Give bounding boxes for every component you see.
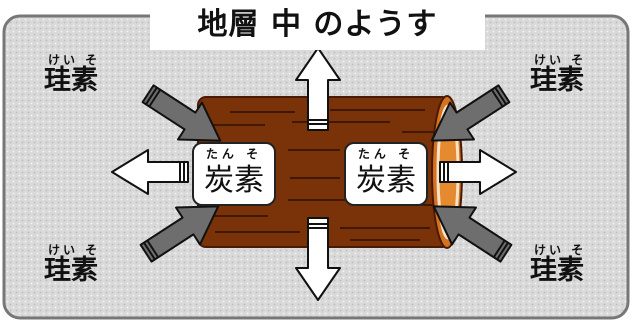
outflow-arrow-right bbox=[439, 149, 517, 195]
outflow-arrow-down bbox=[295, 217, 341, 301]
carbon-label-right: 炭素 bbox=[356, 163, 416, 198]
silicon-label-bottom-left: 珪素 bbox=[44, 255, 98, 286]
silicon-reading-bottom-left: けい そ bbox=[48, 243, 101, 257]
silicon-label-top-left: 珪素 bbox=[44, 65, 98, 96]
carbon-reading-right: たん そ bbox=[357, 147, 415, 161]
carbon-box-left: たん そ 炭素 bbox=[192, 142, 276, 206]
page-title: 地層 中 のようす bbox=[150, 2, 485, 50]
outflow-arrow-left bbox=[111, 149, 189, 195]
outflow-arrow-up bbox=[295, 47, 341, 131]
silicon-label-top-right: 珪素 bbox=[530, 65, 584, 96]
silicon-reading-top-right: けい そ bbox=[534, 53, 587, 67]
silicon-reading-bottom-right: けい そ bbox=[534, 243, 587, 257]
silicon-reading-top-left: けい そ bbox=[48, 53, 101, 67]
carbon-box-right: たん そ 炭素 bbox=[344, 142, 428, 206]
carbon-reading-left: たん そ bbox=[205, 147, 263, 161]
carbon-label-left: 炭素 bbox=[204, 163, 264, 198]
silicon-label-bottom-right: 珪素 bbox=[530, 255, 584, 286]
